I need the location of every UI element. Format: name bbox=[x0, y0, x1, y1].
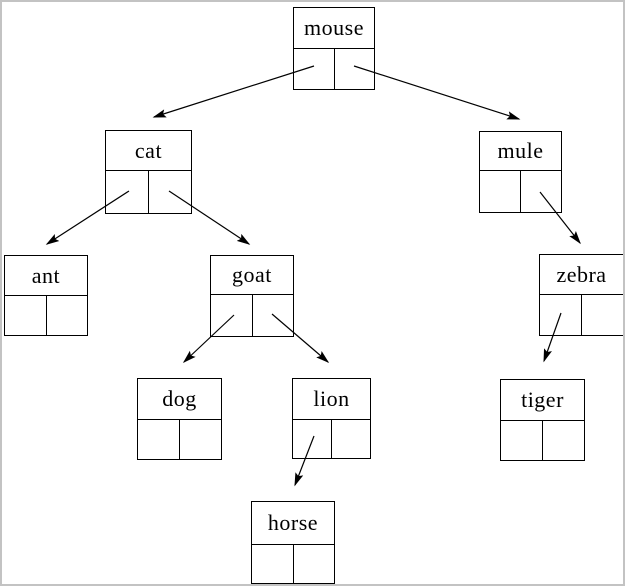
tree-node-lion: lion bbox=[292, 378, 371, 459]
right-pointer-cell-cat bbox=[149, 171, 191, 213]
node-label-ant: ant bbox=[5, 256, 87, 296]
tree-node-ant: ant bbox=[4, 255, 88, 336]
left-pointer-cell-cat bbox=[106, 171, 149, 213]
tree-node-dog: dog bbox=[137, 378, 222, 460]
node-pointer-cells-mouse bbox=[294, 49, 374, 89]
node-label-cat: cat bbox=[106, 131, 191, 171]
right-pointer-cell-lion bbox=[332, 420, 370, 458]
tree-node-mule: mule bbox=[479, 131, 562, 213]
node-pointer-cells-tiger bbox=[501, 421, 584, 460]
tree-node-horse: horse bbox=[251, 501, 335, 584]
node-label-tiger: tiger bbox=[501, 380, 584, 421]
node-label-mule: mule bbox=[480, 132, 561, 171]
node-pointer-cells-mule bbox=[480, 171, 561, 212]
node-label-lion: lion bbox=[293, 379, 370, 420]
right-pointer-cell-zebra bbox=[582, 295, 623, 335]
node-pointer-cells-lion bbox=[293, 420, 370, 458]
node-pointer-cells-dog bbox=[138, 420, 221, 459]
left-pointer-cell-dog bbox=[138, 420, 180, 459]
node-label-zebra: zebra bbox=[540, 255, 623, 295]
right-pointer-cell-mouse bbox=[335, 49, 375, 89]
node-pointer-cells-goat bbox=[211, 295, 293, 336]
left-pointer-cell-lion bbox=[293, 420, 332, 458]
left-pointer-cell-horse bbox=[252, 545, 294, 583]
right-pointer-cell-mule bbox=[521, 171, 561, 212]
tree-node-goat: goat bbox=[210, 255, 294, 337]
node-pointer-cells-zebra bbox=[540, 295, 623, 335]
left-pointer-cell-ant bbox=[5, 296, 47, 335]
left-pointer-cell-goat bbox=[211, 295, 253, 336]
node-pointer-cells-ant bbox=[5, 296, 87, 335]
node-pointer-cells-cat bbox=[106, 171, 191, 213]
tree-node-mouse: mouse bbox=[293, 7, 375, 90]
right-pointer-cell-goat bbox=[253, 295, 294, 336]
right-pointer-cell-ant bbox=[47, 296, 88, 335]
tree-node-tiger: tiger bbox=[500, 379, 585, 461]
node-label-dog: dog bbox=[138, 379, 221, 420]
left-pointer-cell-tiger bbox=[501, 421, 543, 460]
left-pointer-cell-mouse bbox=[294, 49, 335, 89]
right-pointer-cell-dog bbox=[180, 420, 221, 459]
right-pointer-cell-horse bbox=[294, 545, 335, 583]
left-pointer-cell-mule bbox=[480, 171, 521, 212]
node-label-goat: goat bbox=[211, 256, 293, 295]
tree-node-cat: cat bbox=[105, 130, 192, 214]
node-pointer-cells-horse bbox=[252, 545, 334, 583]
node-label-horse: horse bbox=[252, 502, 334, 545]
tree-node-zebra: zebra bbox=[539, 254, 623, 336]
node-label-mouse: mouse bbox=[294, 8, 374, 49]
right-pointer-cell-tiger bbox=[543, 421, 584, 460]
left-pointer-cell-zebra bbox=[540, 295, 582, 335]
